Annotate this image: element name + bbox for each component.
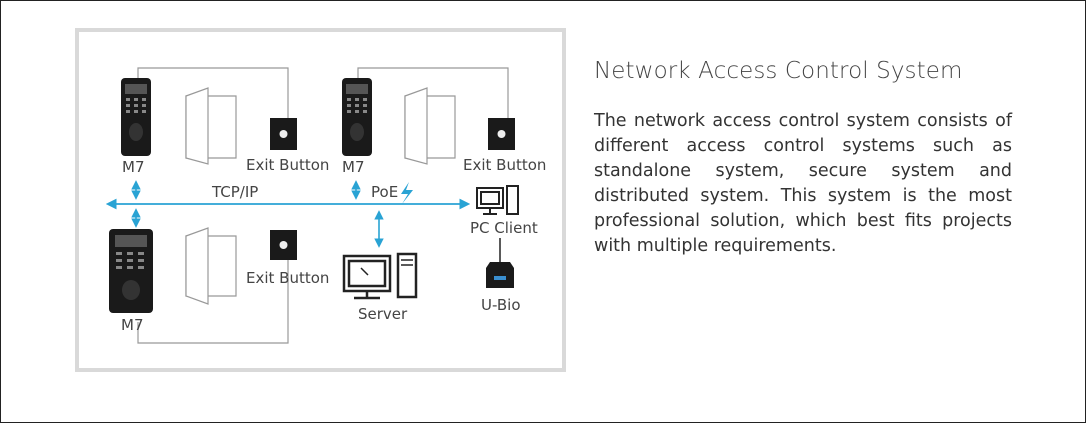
- m7-label: M7: [122, 158, 145, 176]
- tcp-ip-label: TCP/IP: [211, 183, 258, 201]
- exit-button-icon: [270, 230, 297, 260]
- m7-reader-icon: [109, 229, 153, 313]
- m7-label: M7: [342, 158, 365, 176]
- m7-reader-icon: [121, 78, 151, 156]
- m7-reader-icon: [342, 78, 372, 156]
- door-icon: [185, 87, 237, 165]
- poe-label: PoE: [371, 183, 398, 201]
- page-title: Network Access Control System: [594, 58, 963, 84]
- exit-button-icon: [270, 118, 297, 150]
- poe-bolt-icon: [401, 182, 413, 204]
- exit-button-label: Exit Button: [463, 156, 546, 174]
- wiring-lines: [137, 67, 509, 344]
- door-icon: [185, 227, 237, 305]
- pc-client-label: PC Client: [470, 219, 538, 237]
- pc-client-icon: [476, 185, 519, 215]
- door-icon: [404, 87, 456, 165]
- u-bio-label: U-Bio: [481, 296, 521, 314]
- server-label: Server: [358, 305, 408, 323]
- description-text: The network access control system consis…: [594, 111, 1012, 256]
- u-bio-scanner-icon: [486, 238, 514, 288]
- exit-button-label: Exit Button: [246, 269, 329, 287]
- exit-button-label: Exit Button: [246, 156, 329, 174]
- m7-label: M7: [121, 316, 144, 334]
- server-icon: [342, 252, 418, 300]
- exit-button-icon: [488, 118, 515, 150]
